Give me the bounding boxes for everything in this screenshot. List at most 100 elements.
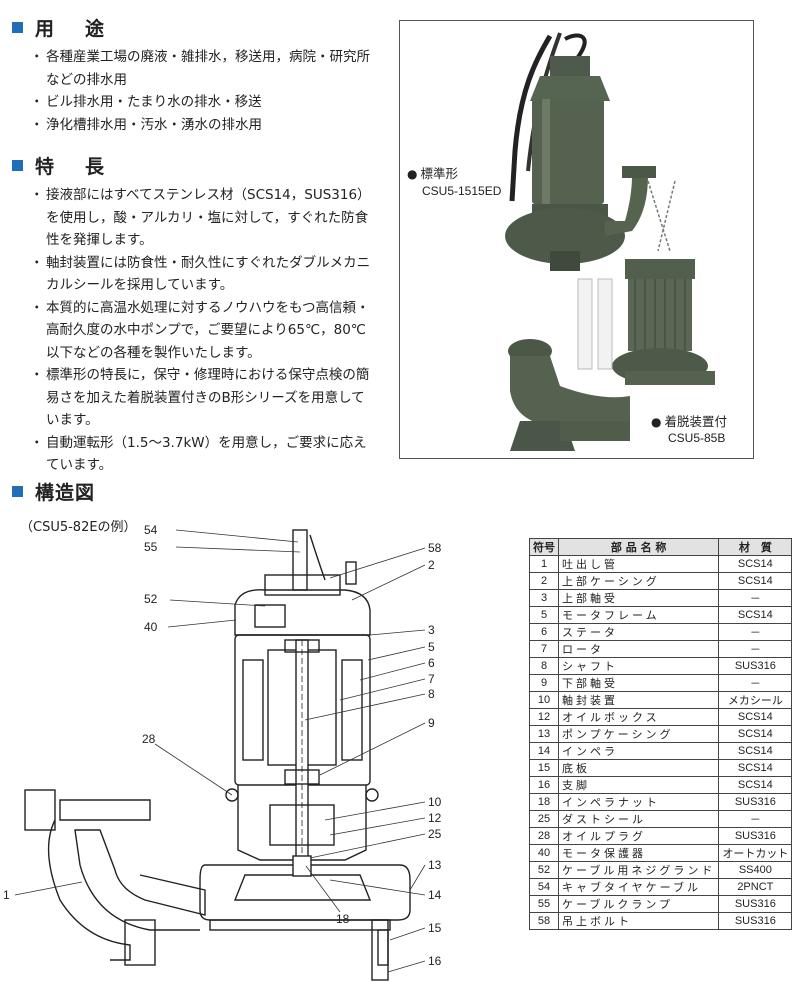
blue-square-icon: [12, 486, 23, 497]
table-cell-mat: SCS14: [718, 742, 792, 760]
callout-label: 8: [428, 687, 435, 701]
blue-square-icon: [12, 22, 23, 33]
bullet-dot-icon: ●: [651, 415, 662, 429]
callout-label: 28: [142, 732, 156, 746]
callout-label: 2: [428, 558, 435, 572]
callout-label: 13: [428, 858, 442, 872]
table-cell-mat: －: [718, 674, 792, 692]
callout-label: 12: [428, 811, 442, 825]
table-cell-mat: －: [718, 640, 792, 658]
table-cell-no: 1: [529, 555, 559, 573]
list-item: 標準形の特長に，保守・修理時における保守点検の簡易さを加えた着脱装置付きのB形シ…: [30, 364, 375, 432]
table-cell-no: 3: [529, 589, 559, 607]
callout-label: 18: [336, 912, 350, 926]
column-header-name: 部 品 名 称: [557, 538, 720, 556]
callout-label: 25: [428, 827, 442, 841]
table-cell-no: 18: [529, 793, 559, 811]
features-list: 接液部にはすべてステンレス材（SCS14，SUS316）を使用し，酸・アルカリ・…: [30, 184, 375, 477]
table-cell-no: 13: [529, 725, 559, 743]
table-cell-no: 8: [529, 657, 559, 675]
uses-list: 各種産業工場の廃液・雑排水，移送用，病院・研究所などの排水用ビル排水用・たまり水…: [30, 46, 375, 136]
table-cell-no: 54: [529, 878, 559, 896]
table-cell-name: 上部ケーシング: [557, 572, 720, 590]
table-cell-no: 40: [529, 844, 559, 862]
table-cell-name: 支脚: [557, 776, 720, 794]
callout-label: 58: [428, 541, 442, 555]
table-cell-no: 58: [529, 912, 559, 930]
table-cell-mat: SUS316: [718, 912, 792, 930]
table-cell-mat: SS400: [718, 861, 792, 879]
table-cell-mat: SCS14: [718, 708, 792, 726]
table-cell-mat: SCS14: [718, 572, 792, 590]
table-cell-name: ケーブル用ネジグランド: [557, 861, 720, 879]
structure-heading: 構造図: [12, 478, 95, 505]
table-cell-mat: SCS14: [718, 725, 792, 743]
table-cell-mat: SCS14: [718, 759, 792, 777]
list-item: 本質的に高温水処理に対するノウハウをもつ高信頼・高耐久度の水中ポンプで，ご要望に…: [30, 297, 375, 365]
pump-cross-section-diagram: [14, 529, 426, 981]
table-cell-name: 底板: [557, 759, 720, 777]
table-cell-no: 9: [529, 674, 559, 692]
table-cell-name: モータ保護器: [557, 844, 720, 862]
photo-label-b-type: ●着脱装置付: [651, 414, 727, 429]
table-cell-name: オイルボックス: [557, 708, 720, 726]
callout-label: 55: [144, 540, 158, 554]
callout-label: 15: [428, 921, 442, 935]
photo-model-standard: CSU5-1515ED: [422, 184, 502, 198]
table-cell-name: 下部軸受: [557, 674, 720, 692]
bullet-dot-icon: ●: [407, 167, 418, 181]
table-cell-name: ダストシール: [557, 810, 720, 828]
callout-label: 54: [144, 523, 158, 537]
pump-photo-illustration: [505, 32, 715, 451]
table-cell-mat: メカシール: [718, 691, 792, 709]
product-photo-panel: [399, 20, 754, 459]
table-cell-no: 55: [529, 895, 559, 913]
table-cell-name: モータフレーム: [557, 606, 720, 624]
structure-example-caption: （CSU5-82Eの例）: [20, 520, 137, 535]
table-cell-mat: オートカット: [718, 844, 792, 862]
table-cell-name: インペラナット: [557, 793, 720, 811]
features-heading: 特 長: [12, 152, 110, 179]
table-cell-name: 軸封装置: [557, 691, 720, 709]
table-cell-mat: SCS14: [718, 776, 792, 794]
list-item: 自動運転形（1.5～3.7kW）を用意し，ご要求に応えています。: [30, 432, 375, 477]
table-cell-name: キャブタイヤケーブル: [557, 878, 720, 896]
table-cell-mat: SUS316: [718, 895, 792, 913]
callout-label: 40: [144, 620, 158, 634]
callout-label: 52: [144, 592, 158, 606]
table-cell-no: 5: [529, 606, 559, 624]
table-cell-mat: SUS316: [718, 793, 792, 811]
table-cell-mat: SUS316: [718, 827, 792, 845]
table-cell-no: 6: [529, 623, 559, 641]
table-cell-name: ポンプケーシング: [557, 725, 720, 743]
uses-heading: 用 途: [12, 14, 110, 41]
table-cell-mat: －: [718, 589, 792, 607]
table-cell-no: 7: [529, 640, 559, 658]
table-cell-name: オイルプラグ: [557, 827, 720, 845]
photo-model-b-type: CSU5-85B: [668, 431, 726, 445]
list-item: 軸封装置には防食性・耐久性にすぐれたダブルメカニカルシールを採用しています。: [30, 252, 375, 297]
table-cell-name: ロータ: [557, 640, 720, 658]
callout-label: 14: [428, 888, 442, 902]
table-cell-mat: －: [718, 623, 792, 641]
table-cell-mat: SCS14: [718, 555, 792, 573]
